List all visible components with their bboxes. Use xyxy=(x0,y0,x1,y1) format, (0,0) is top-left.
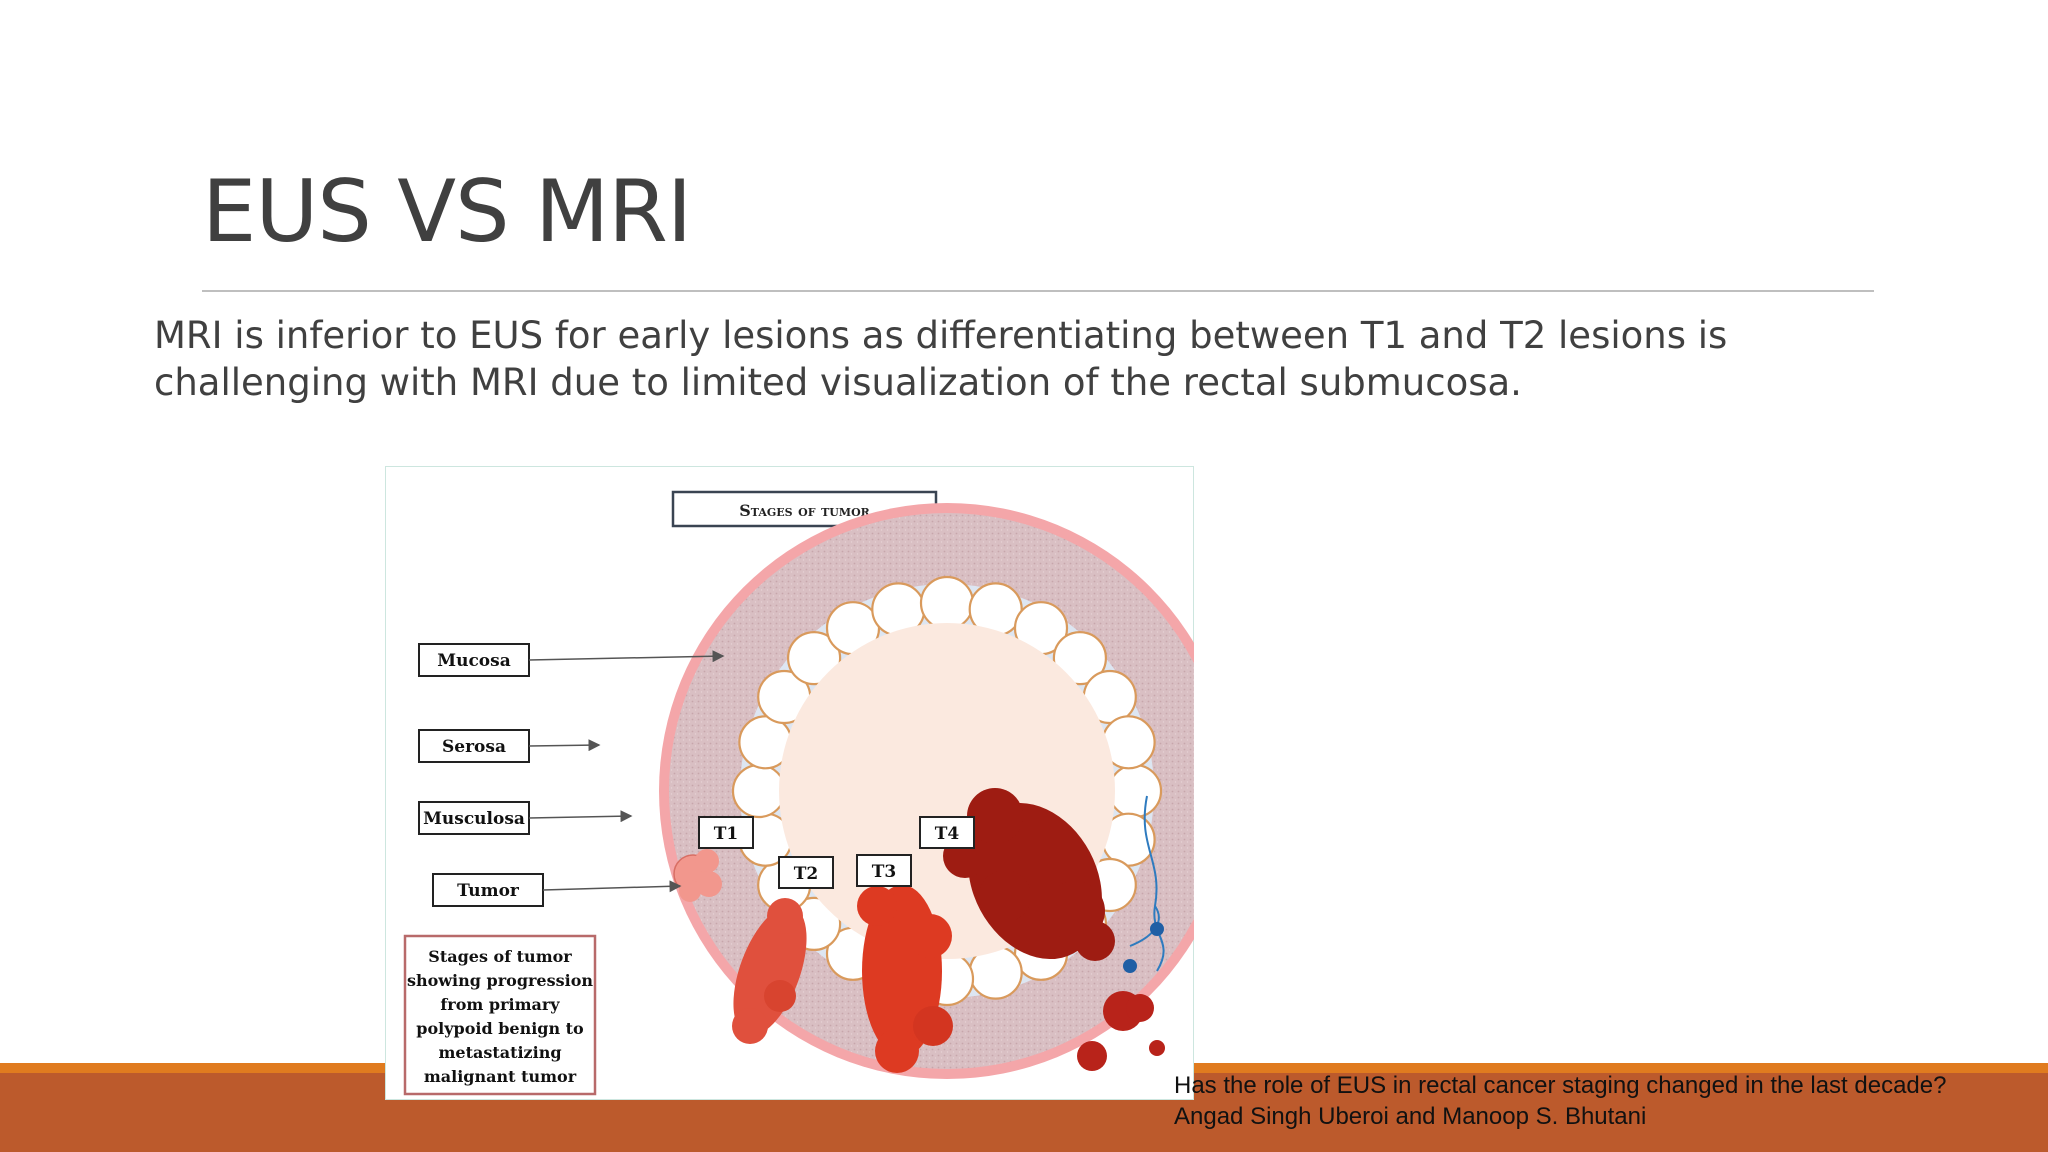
mucosa-crypt xyxy=(1052,631,1108,686)
nerve-node-a xyxy=(1150,922,1164,936)
stage-t2-label: T2 xyxy=(794,864,818,884)
citation: Has the role of EUS in rectal cancer sta… xyxy=(1174,1070,2034,1132)
stage-t1-box xyxy=(698,816,754,849)
figure-heading: Stages of tumor xyxy=(739,501,870,520)
mucosa-label: Mucosa xyxy=(437,651,510,671)
caption-line-3: from primary xyxy=(440,995,560,1014)
tumor-label-box xyxy=(432,873,544,907)
mucosa-crypt xyxy=(731,763,787,819)
mucosa-label-box xyxy=(418,643,530,677)
body-text: MRI is inferior to EUS for early lesions… xyxy=(154,314,1728,404)
musculosa-label-box xyxy=(418,801,530,835)
stage-t4-label: T4 xyxy=(935,824,960,844)
mucosa-crypt xyxy=(787,631,842,686)
nerve-node-b xyxy=(1123,959,1137,973)
caption-line-5: metastatizing xyxy=(438,1043,561,1062)
citation-title: Has the role of EUS in rectal cancer sta… xyxy=(1174,1072,1947,1099)
caption-box xyxy=(403,934,597,1096)
stage-t4-box xyxy=(919,816,975,849)
stage-t3-label: T3 xyxy=(872,862,896,882)
tumor-stages-diagram: Stages of tumor xyxy=(385,466,1235,1100)
tumor-label: Tumor xyxy=(457,881,520,901)
title-divider xyxy=(202,290,1874,292)
nerve-fiber-a xyxy=(1143,795,1165,972)
tumor-stages-figure: Stages of tumor xyxy=(385,466,1235,1100)
serosa-label: Serosa xyxy=(442,737,506,757)
slide-title: EUS VS MRI xyxy=(202,162,692,262)
tumor-pointer xyxy=(542,880,682,893)
tumor-t4 xyxy=(943,788,1115,961)
caption-line-1: Stages of tumor xyxy=(428,947,572,966)
musculosa-label: Musculosa xyxy=(423,809,525,829)
mucosa-pointer xyxy=(528,650,725,663)
citation-authors: Angad Singh Uberoi and Manoop S. Bhutani xyxy=(1174,1103,1647,1130)
mucosa-crypt xyxy=(919,575,975,631)
serosa-pointer xyxy=(528,739,601,752)
caption-line-2: showing progression xyxy=(407,971,593,990)
musculosa-pointer xyxy=(528,810,633,823)
stage-t1-label: T1 xyxy=(714,824,738,844)
caption-line-6: malignant tumor xyxy=(424,1067,577,1086)
tumor-t1 xyxy=(673,849,722,902)
mucosa-crypt xyxy=(1107,763,1163,819)
tumor-t3 xyxy=(857,885,953,1073)
stage-t3-box xyxy=(856,854,912,887)
tumor-t2 xyxy=(732,898,807,1044)
stage-t2-box xyxy=(778,856,834,889)
caption-line-4: polypoid benign to xyxy=(416,1019,584,1038)
metastasis-spots xyxy=(1077,991,1165,1071)
